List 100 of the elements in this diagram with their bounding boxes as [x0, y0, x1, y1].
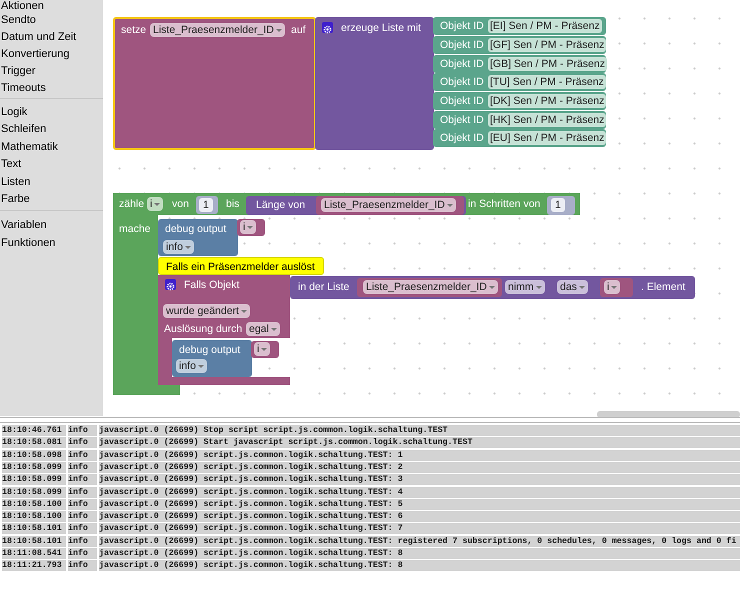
dropdown-field: nimm — [505, 280, 545, 294]
log-message: javascript.0 (26699) script.js.common.logik.schaltung.TEST: registered 7 subscriptions, 0 schedules, 0 messages, 0 logs and 0 fi — [99, 536, 740, 547]
block-label: zähle — [119, 197, 144, 211]
log-timestamp: 18:10:46.761 — [2, 425, 66, 436]
log-level: info — [68, 560, 97, 572]
variable-block — [237, 219, 265, 236]
log-message: javascript.0 (26699) script.js.common.logik.schaltung.TEST: 8 — [99, 560, 740, 572]
block-label: Falls Objekt — [184, 278, 240, 292]
log-message: javascript.0 (26699) script.js.common.logik.schaltung.TEST: 2 — [99, 462, 740, 473]
log-message: javascript.0 (26699) script.js.common.logik.schaltung.TEST: 6 — [99, 511, 740, 522]
dropdown-field: i — [147, 197, 164, 211]
block-label: Auslösung durch — [164, 322, 242, 336]
block-label: Objekt ID — [440, 38, 484, 52]
log-timestamp: 18:10:58.099 — [2, 462, 66, 473]
log-message: javascript.0 (26699) script.js.common.logik.schaltung.TEST: 1 — [99, 450, 740, 461]
set-variable-block — [113, 17, 316, 150]
category-item: Listen — [1, 176, 30, 188]
log-timestamp: 18:10:58.099 — [2, 486, 66, 498]
object-id-field: [EU] Sen / PM - Präsenz — [488, 131, 606, 145]
block-label: auf — [291, 23, 306, 37]
dropdown-field: Liste_Praesenzmelder_ID — [363, 280, 498, 294]
block-label: mache — [119, 222, 151, 236]
log-timestamp: 18:11:08.541 — [2, 548, 66, 559]
log-timestamp: 18:10:58.100 — [2, 498, 66, 510]
category-item: Trigger — [1, 65, 36, 77]
object-id-block — [433, 36, 606, 54]
dropdown-field: Liste_Praesenzmelder_ID — [321, 198, 456, 212]
debug-output-block — [172, 340, 252, 377]
category-item: Sendto — [1, 14, 36, 26]
log-level: info — [68, 486, 97, 498]
block-label: in Schritten von — [468, 197, 540, 211]
dropdown-field: info — [163, 240, 194, 254]
comment-note — [158, 257, 324, 275]
category-item: Mathematik — [1, 141, 58, 153]
dropdown-field: i — [254, 342, 270, 356]
dropdown-field: das — [557, 280, 588, 294]
dropdown-field: i — [604, 280, 620, 294]
log-level: info — [68, 450, 97, 461]
block-label: Länge von — [256, 198, 306, 212]
log-level: info — [68, 548, 97, 559]
log-level: info — [68, 474, 97, 486]
log-level: info — [68, 511, 97, 522]
object-id-block — [433, 17, 606, 35]
log-timestamp: 18:10:58.101 — [2, 536, 66, 547]
log-timestamp: 18:10:58.081 — [2, 437, 66, 448]
log-level: info — [68, 498, 97, 510]
log-message: javascript.0 (26699) script.js.common.logik.schaltung.TEST: 8 — [99, 548, 740, 559]
object-id-field: [GB] Sen / PM - Präsenz — [488, 57, 607, 71]
object-id-field: [HK] Sen / PM - Präsenz — [488, 113, 606, 127]
list-length-block — [246, 196, 466, 215]
number-field: 1 — [199, 198, 213, 212]
log-message: javascript.0 (26699) script.js.common.logik.schaltung.TEST: 4 — [99, 486, 740, 498]
category-item: Logik — [1, 106, 28, 118]
variable-block — [357, 278, 502, 297]
category-item: Aktionen — [1, 0, 44, 12]
block-label: Objekt ID — [440, 113, 484, 127]
block-label: debug output — [165, 222, 226, 236]
block-label: von — [172, 197, 189, 211]
log-message: javascript.0 (26699) Stop script script.js.common.logik.schaltung.TEST — [99, 425, 740, 436]
category-item: Datum und Zeit — [1, 31, 76, 43]
category-item: Text — [1, 158, 22, 170]
log-level: info — [68, 425, 97, 436]
object-id-block — [433, 92, 606, 110]
category-item: Funktionen — [1, 237, 56, 249]
category-item: Schleifen — [1, 123, 46, 135]
object-id-field: [DK] Sen / PM - Präsenz — [488, 94, 606, 108]
object-id-block — [433, 111, 606, 129]
dropdown-field: i — [240, 220, 256, 234]
log-level: info — [68, 523, 97, 534]
log-message: javascript.0 (26699) Start javascript script.js.common.logik.schaltung.TEST — [99, 437, 740, 448]
log-timestamp: 18:10:58.098 — [2, 450, 66, 461]
log-timestamp: 18:10:58.101 — [2, 523, 66, 534]
block-label: Objekt ID — [440, 94, 484, 108]
log-timestamp: 18:10:58.099 — [2, 474, 66, 486]
category-item: Variablen — [1, 219, 47, 231]
dropdown-field: Liste_Praesenzmelder_ID — [150, 23, 285, 37]
comment-text: Falls ein Präsenzmelder auslöst — [166, 260, 315, 274]
dropdown-field: egal — [246, 322, 280, 336]
object-id-field: [GF] Sen / PM - Präsenz — [488, 38, 606, 52]
log-level: info — [68, 536, 97, 547]
log-level: info — [68, 462, 97, 473]
log-timestamp: 18:11:21.793 — [2, 560, 66, 572]
block-label: in der Liste — [298, 280, 350, 294]
block-label: erzeuge Liste mit — [341, 21, 421, 35]
list-item-block — [290, 276, 695, 299]
create-list-block — [315, 17, 434, 150]
category-item: Konvertierung — [1, 48, 70, 60]
log-timestamp: 18:10:58.100 — [2, 511, 66, 522]
category-item: Timeouts — [1, 82, 46, 94]
dropdown-field: info — [176, 359, 207, 373]
block-label: debug output — [179, 343, 240, 357]
block-label: Objekt ID — [440, 57, 484, 71]
log-message: javascript.0 (26699) script.js.common.logik.schaltung.TEST: 3 — [99, 474, 740, 486]
number-block — [547, 196, 575, 215]
block-label: setze — [121, 23, 146, 37]
block-label: Objekt ID — [440, 75, 484, 89]
object-id-block — [433, 73, 606, 91]
object-id-field: [EI] Sen / PM - Präsenz — [488, 19, 602, 33]
block-label: . Element — [641, 280, 686, 294]
number-block — [196, 196, 218, 214]
